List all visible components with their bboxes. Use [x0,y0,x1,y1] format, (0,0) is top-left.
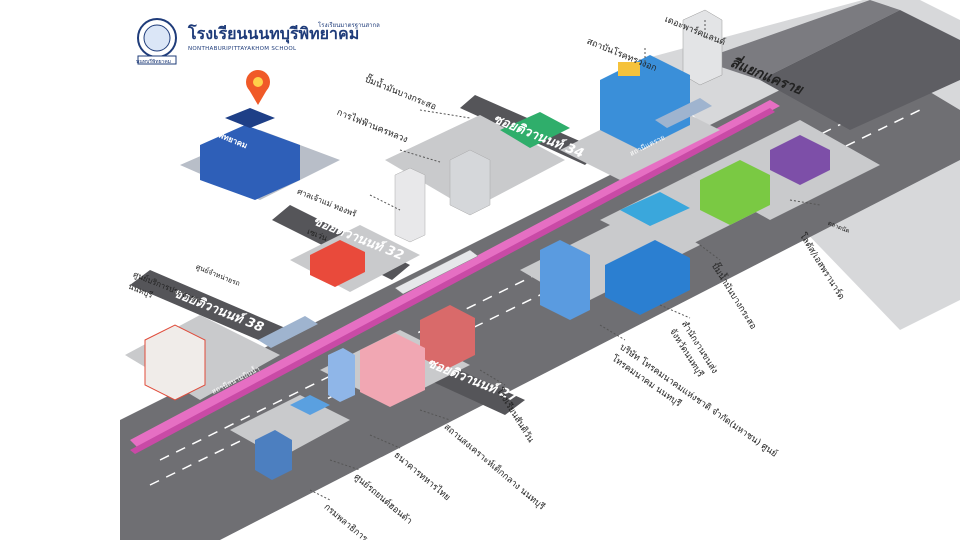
seven-eleven-building [310,240,365,287]
sanambin-station-canopy [258,316,318,348]
transport-office-building [605,240,690,315]
school-logo: นนทบุรีพิทยาคม โรงเรียนนนทบุรีพิทยาคม โร… [132,16,380,68]
school-emblem-icon [137,18,177,65]
logo-title: โรงเรียนนนทบุรีพิทยาคม [188,24,360,43]
child-welfare-building [360,333,425,407]
suntisuk-school-building [420,305,475,370]
school-building [200,125,300,200]
logo-english-name: NONTHABURIPITTAYAKHOM SCHOOL [188,46,297,52]
ptt-station-top [500,112,570,148]
tot-tower [540,240,590,320]
car-center-building [255,430,292,480]
skytrain-rail-shade [130,108,775,454]
emblem-ribbon-text: นนทบุรีพิทยาคม [136,59,171,65]
consumer-center-building [144,324,206,401]
esplanade-building [770,135,830,185]
pea-office [449,149,491,216]
skytrain-rail [130,100,780,450]
gas-station-bottom [620,192,690,226]
school-roof [225,108,275,128]
pavilion [290,395,330,415]
khae-rai-crossing [760,10,960,130]
soi-38-road [130,270,290,345]
lotus-building [700,160,770,225]
skytrain-icon [394,249,479,295]
location-pin-icon [246,70,270,105]
tmb-bank-building [328,348,355,402]
pea-tower [394,167,426,243]
leader-lines [309,20,821,501]
khae-rai-station-canopy [655,98,712,128]
logo-subtitle: โรงเรียนมาตรฐานสากล [318,22,380,29]
khae-rai-overpass [700,0,900,80]
hospital-sign-icon [618,62,640,76]
